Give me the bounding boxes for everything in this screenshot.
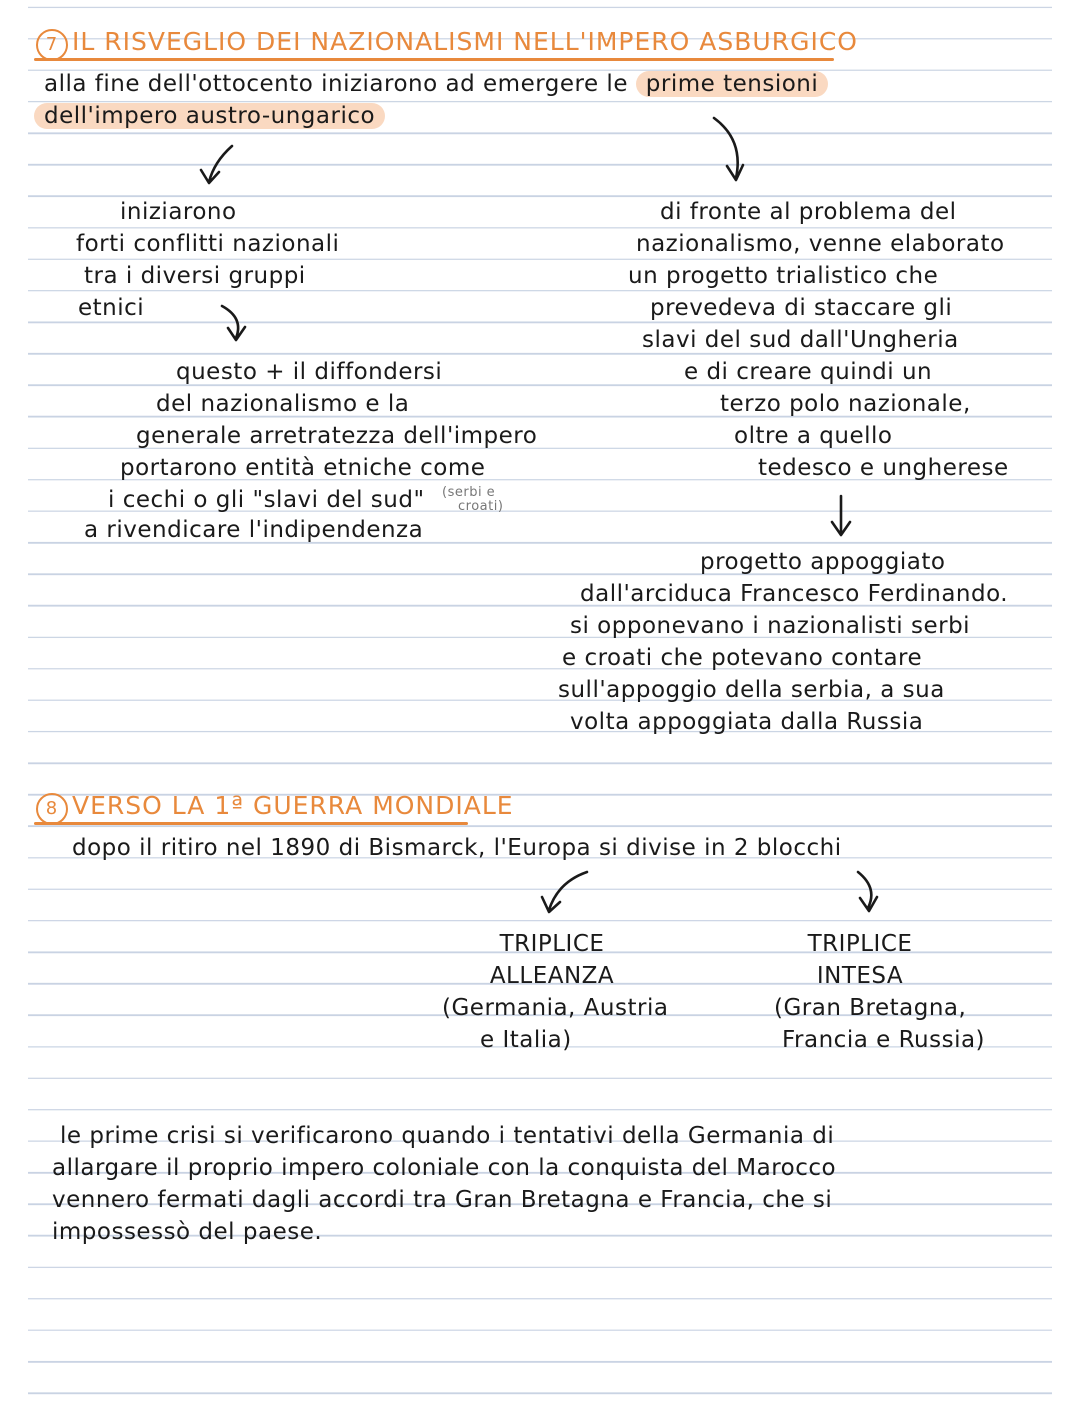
right-consequence-line: sull'appoggio della serbia, a sua (558, 677, 945, 703)
ruled-paper (28, 0, 1052, 1417)
right-branch-line: nazionalismo, venne elaborato (636, 231, 1005, 257)
left-consequence-line: del nazionalismo e la (156, 391, 410, 417)
right-branch-line: terzo polo nazionale, (720, 391, 971, 417)
right-consequence-line: si opponevano i nazionalisti serbi (570, 613, 971, 639)
section7-intro-highlight-2: dell'impero austro-ungarico (34, 103, 386, 129)
section8-title: VERSO LA 1ª GUERRA MONDIALE (72, 791, 514, 820)
alliance-line: ALLEANZA (489, 963, 615, 989)
right-consequence-line: progetto appoggiato (700, 549, 946, 575)
right-branch-line: prevedeva di staccare gli (650, 295, 953, 321)
arrow-right-down-icon (712, 116, 745, 182)
right-branch-line: tedesco e ungherese (758, 455, 1009, 481)
section7-intro-line1: alla fine dell'ottocento iniziarono ad e… (44, 68, 829, 100)
right-consequence-line: volta appoggiata dalla Russia (570, 709, 924, 735)
arrow-consequence-right-icon (830, 494, 852, 537)
section8-number-badge: 8 (36, 793, 68, 825)
left-consequence-line: generale arretratezza dell'impero (136, 423, 538, 449)
section7-intro-text: alla fine dell'ottocento iniziarono ad e… (44, 71, 628, 97)
arrow-alliance-icon (540, 870, 589, 914)
left-branch-line: forti conflitti nazionali (76, 231, 340, 257)
right-consequence-line: e croati che potevano contare (562, 645, 923, 671)
right-branch-line: di fronte al problema del (660, 199, 957, 225)
section8-paragraph-line: le prime crisi si verificarono quando i … (60, 1123, 835, 1149)
alliance-line: e Italia) (480, 1027, 572, 1053)
arrow-entente-icon (856, 870, 879, 913)
section7-intro-highlight: prime tensioni (635, 71, 829, 97)
right-branch-line: slavi del sud dall'Ungheria (642, 327, 959, 353)
alliance-line: (Germania, Austria (442, 995, 669, 1021)
left-branch-line: iniziarono (120, 199, 237, 225)
section8-paragraph-line: allargare il proprio impero coloniale co… (52, 1155, 837, 1181)
entente-line: INTESA (816, 963, 904, 989)
section7-heading-underline (34, 58, 834, 61)
section8-heading-underline (34, 822, 468, 825)
section8-intro: dopo il ritiro nel 1890 di Bismarck, l'E… (72, 835, 842, 861)
arrow-consequence-left-icon (220, 304, 247, 342)
entente-line: Francia e Russia) (782, 1027, 986, 1053)
section8-paragraph-line: vennero fermati dagli accordi tra Gran B… (52, 1187, 833, 1213)
section7-number-badge: 7 (36, 29, 68, 61)
right-branch-line: un progetto trialistico che (628, 263, 939, 289)
entente-line: (Gran Bretagna, (774, 995, 967, 1021)
section7-intro-line2: dell'impero austro-ungarico (34, 100, 386, 132)
section8-paragraph-line: impossessò del paese. (52, 1219, 323, 1245)
left-consequence-line: a rivendicare l'indipendenza (84, 517, 424, 543)
section7-title: IL RISVEGLIO DEI NAZIONALISMI NELL'IMPER… (72, 27, 858, 56)
arrow-left-down-icon (199, 144, 234, 185)
right-branch-line: oltre a quello (734, 423, 893, 449)
left-note: (serbi e (442, 485, 496, 500)
right-consequence-line: dall'arciduca Francesco Ferdinando. (580, 581, 1009, 607)
alliance-line: TRIPLICE (499, 931, 605, 957)
entente-line: TRIPLICE (807, 931, 913, 957)
left-note: croati) (458, 499, 504, 514)
left-branch-line: tra i diversi gruppi (84, 263, 306, 289)
left-consequence-line: i cechi o gli "slavi del sud" (108, 487, 425, 513)
left-branch-line: etnici (78, 295, 145, 321)
left-consequence-line: questo + il diffondersi (176, 359, 443, 385)
left-consequence-line: portarono entità etniche come (120, 455, 486, 481)
right-branch-line: e di creare quindi un (684, 359, 933, 385)
